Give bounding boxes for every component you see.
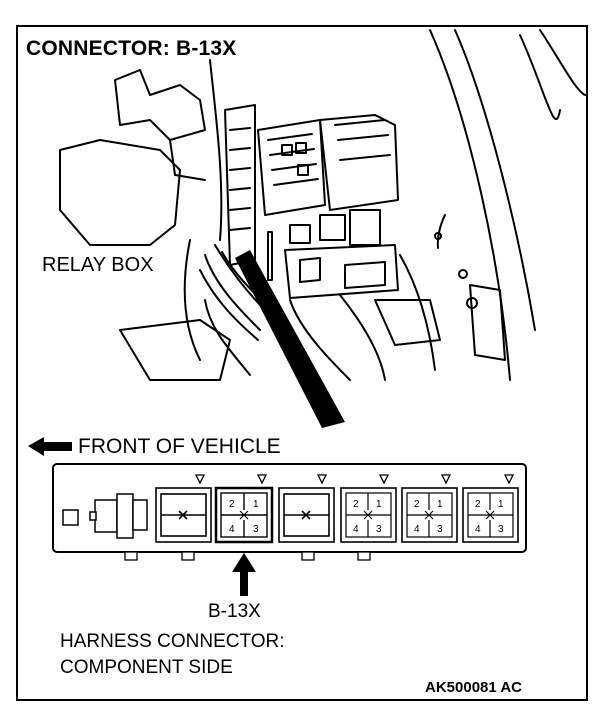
- pin-number: 4: [414, 524, 420, 535]
- pin-number: 4: [229, 524, 235, 535]
- pin-number: 2: [229, 499, 235, 510]
- pin-number: 2: [475, 499, 481, 510]
- pin-number: 3: [253, 524, 259, 535]
- connector-label: B-13X: [208, 601, 261, 622]
- harness-caption-line2: COMPONENT SIDE: [60, 657, 233, 678]
- figure-code: AK500081 AC: [425, 679, 522, 696]
- relay-box-label: RELAY BOX: [40, 254, 156, 276]
- front-of-vehicle-label: FRONT OF VEHICLE: [78, 435, 281, 458]
- cavity-b13x: 2 1 4 3: [214, 486, 274, 544]
- pin-number: 3: [437, 524, 443, 535]
- cavity-3: [278, 487, 335, 543]
- harness-caption-line1: HARNESS CONNECTOR:: [60, 631, 285, 652]
- pin-number: 4: [353, 524, 359, 535]
- pin-number: 4: [475, 524, 481, 535]
- pin-number: 3: [498, 524, 504, 535]
- cavity-5: 2 1 4 3: [401, 487, 458, 543]
- pin-number: 2: [414, 499, 420, 510]
- cavity-6: 2 1 4 3: [462, 487, 519, 543]
- left-arrow-icon: [28, 437, 72, 456]
- pin-number: 1: [376, 499, 382, 510]
- cavity-4: 2 1 4 3: [340, 487, 397, 543]
- pin-number: 2: [353, 499, 359, 510]
- up-arrow-icon: [232, 553, 256, 596]
- pin-number: 1: [498, 499, 504, 510]
- pin-number: 1: [253, 499, 259, 510]
- page-title: CONNECTOR: B-13X: [26, 37, 237, 60]
- pin-number: 1: [437, 499, 443, 510]
- pin-number: 3: [376, 524, 382, 535]
- cavity-1: [155, 487, 212, 543]
